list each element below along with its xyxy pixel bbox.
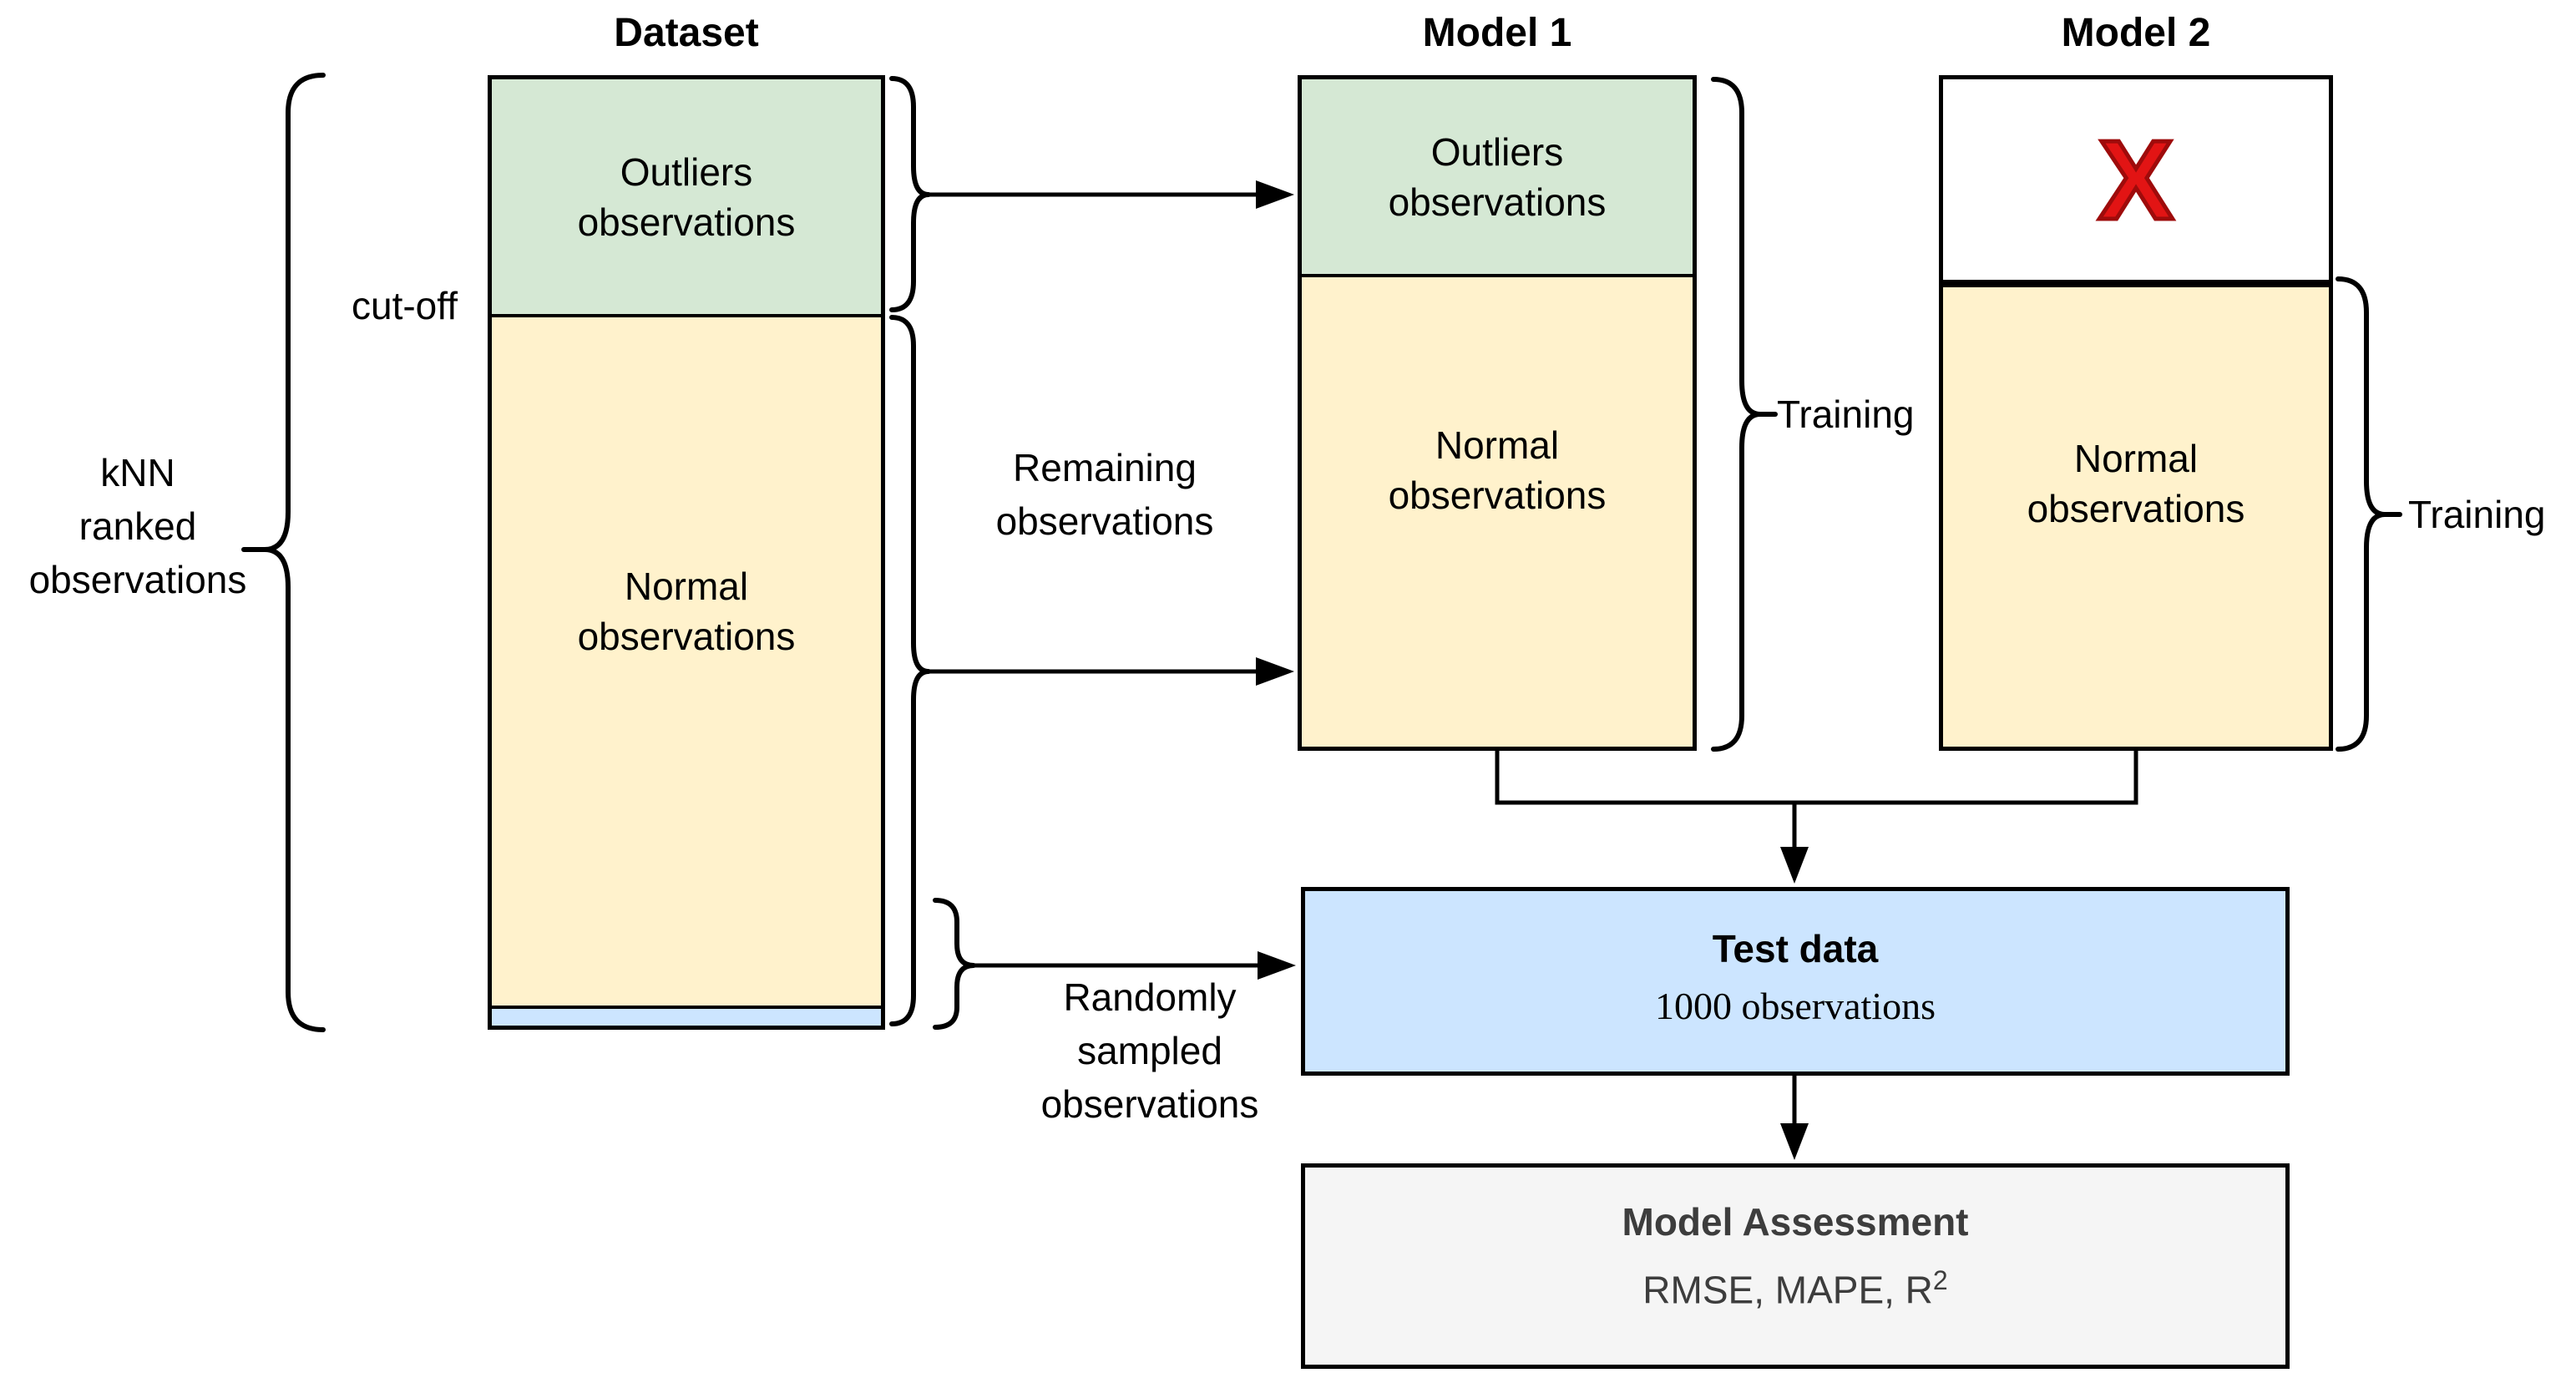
test-data-subtitle: 1000 observations [1654, 985, 1936, 1027]
excluded-cross-icon: X [2096, 116, 2175, 243]
models-join-connector [1495, 751, 2138, 805]
model1-outliers-section: Outliers observations [1302, 79, 1693, 277]
normal-brace [889, 315, 931, 1026]
arrowhead-remaining-to-model1 [1256, 657, 1294, 686]
test-data-title: Test data [1712, 927, 1879, 970]
arrowhead-test-to-assessment [1780, 1123, 1809, 1160]
dataset-outliers-label: Outliers observations [577, 149, 796, 244]
arrowhead-sampled-to-test [1258, 951, 1296, 980]
dataset-box: Outliers observations Normal observation… [488, 75, 885, 1030]
knn-ranked-label: kNN ranked observations [28, 451, 247, 601]
arrowhead-outliers-to-model1 [1256, 180, 1294, 209]
dataset-normal-label: Normal observations [577, 565, 796, 658]
outliers-brace [889, 76, 931, 312]
model-assessment-box: Model Assessment RMSE, MAPE, R2 [1301, 1163, 2290, 1369]
model1-training-label: Training [1777, 393, 1915, 436]
model1-outliers-label: Outliers observations [1388, 129, 1607, 224]
metrics-text: RMSE, MAPE, R [1642, 1268, 1933, 1312]
model2-excluded-section: X [1943, 79, 2329, 287]
remaining-observations-label: Remaining observations [995, 446, 1214, 543]
model2-box: X Normal observations [1939, 75, 2333, 751]
model2-normal-label: Normal observations [2027, 437, 2245, 530]
dataset-normal-section: Normal observations [492, 317, 881, 1009]
dataset-title: Dataset [614, 11, 759, 55]
dataset-outliers-section: Outliers observations [492, 79, 881, 317]
model-assessment-title: Model Assessment [1622, 1200, 1969, 1244]
model1-normal-section: Normal observations [1302, 277, 1693, 747]
model2-training-brace [2336, 276, 2387, 752]
model2-normal-section: Normal observations [1943, 287, 2329, 747]
cutoff-label: cut-off [352, 284, 458, 327]
model2-title: Model 2 [2061, 11, 2211, 55]
model1-normal-label: Normal observations [1388, 423, 1607, 517]
randomly-sampled-label: Randomly sampled observations [1040, 975, 1259, 1126]
model1-training-brace [1711, 77, 1763, 752]
model2-training-label: Training [2408, 493, 2546, 536]
test-data-box: Test data 1000 observations [1301, 887, 2290, 1076]
arrowhead-models-to-test [1780, 847, 1809, 884]
model1-title: Model 1 [1422, 11, 1572, 55]
model-assessment-metrics: RMSE, MAPE, R2 [1642, 1257, 1947, 1313]
dataset-sampled-section [492, 1009, 881, 1026]
model1-box: Outliers observations Normal observation… [1298, 75, 1697, 751]
metrics-superscript: 2 [1932, 1265, 1948, 1296]
